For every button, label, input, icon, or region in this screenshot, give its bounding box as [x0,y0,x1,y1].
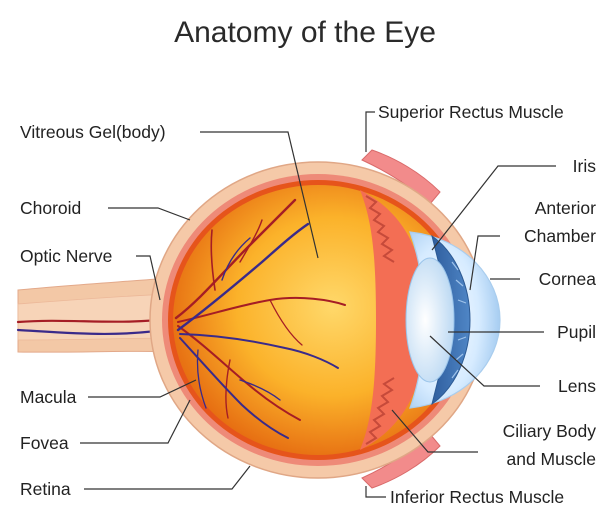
leader-fovea [80,400,190,443]
label-superior-rectus: Superior Rectus Muscle [378,102,564,122]
lens [406,258,454,382]
label-retina: Retina [20,479,71,499]
page-title: Anatomy of the Eye [174,16,436,49]
label-macula: Macula [20,387,77,407]
label-anterior: Anterior [535,198,596,218]
label-vitreous-gel: Vitreous Gel(body) [20,122,166,142]
label-inferior-rectus: Inferior Rectus Muscle [390,487,564,507]
label-choroid: Choroid [20,198,81,218]
label-cornea: Cornea [539,269,597,289]
label-and-muscle: and Muscle [507,449,597,469]
label-chamber: Chamber [524,226,596,246]
label-ciliary-body: Ciliary Body [503,421,597,441]
leader-choroid [108,208,190,220]
label-iris: Iris [573,156,597,176]
label-pupil: Pupil [557,322,596,342]
label-optic-nerve: Optic Nerve [20,246,112,266]
label-lens: Lens [558,376,596,396]
leader-superior-rectus [366,112,375,152]
label-fovea: Fovea [20,433,69,453]
leader-retina [84,466,250,489]
leader-inferior-rectus [366,486,386,497]
